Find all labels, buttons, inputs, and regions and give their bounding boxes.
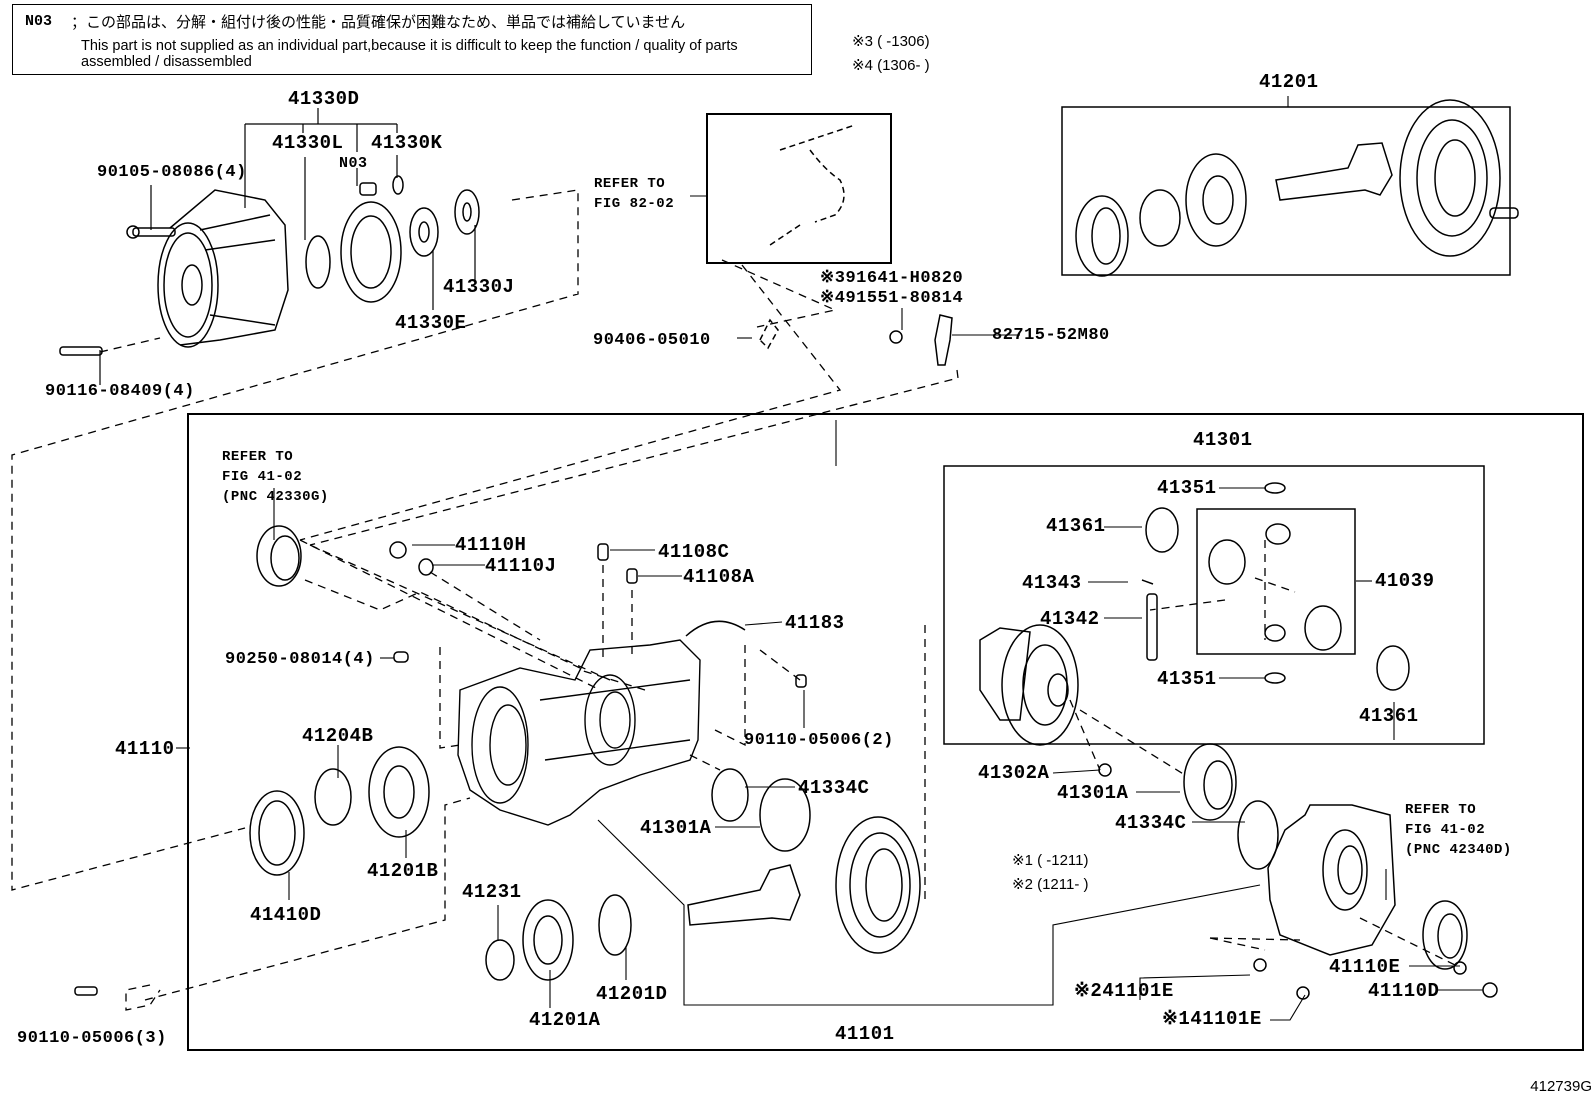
part-label-41201D[interactable]: 41201D	[596, 983, 668, 1005]
date-code-4: ※4 (1306- )	[852, 57, 930, 74]
part-label-41330J[interactable]: 41330J	[443, 276, 515, 298]
part-label-41334C-right[interactable]: 41334C	[1115, 812, 1187, 834]
date-code-3: ※3 ( -1306)	[852, 33, 930, 50]
part-label-41110D[interactable]: 41110D	[1368, 980, 1440, 1002]
part-label-41334C-left[interactable]: 41334C	[798, 777, 870, 799]
note-box: N03 ；この部品は、分解・組付け後の性能・品質確保が困難なため、単品では補給し…	[12, 4, 812, 75]
part-label-41301[interactable]: 41301	[1193, 429, 1253, 451]
part-label-41330E[interactable]: 41330E	[395, 312, 467, 334]
main-assembly-frame	[187, 413, 1584, 1051]
leader-lines	[176, 96, 1483, 1021]
note-marker-N03: N03	[339, 155, 368, 172]
bracket-bolt-drawing	[889, 314, 953, 366]
part-label-90406-05010[interactable]: 90406-05010	[593, 331, 711, 350]
part-label-41302A[interactable]: 41302A	[978, 762, 1050, 784]
part-label-90110-05006-2[interactable]: 90110-05006(2)	[744, 731, 894, 750]
bearings-left-drawing	[74, 525, 811, 996]
gear-kit-41201-drawing	[1075, 99, 1519, 277]
part-label-41101E-1[interactable]: ※141101E	[1162, 1008, 1262, 1030]
date-code-1: ※1 ( -1211)	[1012, 852, 1089, 869]
part-label-41301A-left[interactable]: 41301A	[640, 817, 712, 839]
refer-fig-41-02-42330G[interactable]: REFER TO FIG 41-02 (PNC 42330G)	[222, 449, 329, 505]
part-label-82715-52M80[interactable]: 82715-52M80	[992, 326, 1110, 345]
pinion-kit-frame-41039	[1196, 508, 1356, 655]
part-label-41110J[interactable]: 41110J	[485, 555, 557, 577]
figure-id: 412739G	[1530, 1078, 1592, 1095]
part-label-41201A[interactable]: 41201A	[529, 1009, 601, 1031]
refer-fig-82-02-frame	[706, 113, 892, 264]
part-label-41330D[interactable]: 41330D	[288, 88, 360, 110]
part-label-91551-80814[interactable]: ※491551-80814	[820, 289, 964, 308]
part-label-41101[interactable]: 41101	[835, 1023, 895, 1045]
ring-pinion-gear-drawing	[687, 816, 921, 954]
bracket-41330D	[99, 108, 476, 385]
date-code-2: ※2 (1211- )	[1012, 876, 1089, 893]
gear-kit-frame-41201	[1061, 106, 1511, 276]
part-label-90110-05006-3[interactable]: 90110-05006(3)	[17, 1029, 167, 1048]
part-label-91641-H0820[interactable]: ※391641-H0820	[820, 269, 964, 288]
part-label-41201B[interactable]: 41201B	[367, 860, 439, 882]
part-label-41231[interactable]: 41231	[462, 881, 522, 903]
part-label-41351-bottom[interactable]: 41351	[1157, 668, 1217, 690]
extension-housing-drawing	[59, 175, 480, 356]
part-label-41108C[interactable]: 41108C	[658, 541, 730, 563]
part-label-41330L[interactable]: 41330L	[272, 132, 344, 154]
part-label-90116-08409[interactable]: 90116-08409(4)	[45, 382, 195, 401]
note-english: This part is not supplied as an individu…	[81, 38, 738, 70]
note-japanese: ；この部品は、分解・組付け後の性能・品質確保が困難なため、単品では補給していませ…	[71, 13, 686, 31]
rear-cover-drawing	[1098, 743, 1498, 1000]
diff-case-41301-drawing	[979, 482, 1410, 746]
part-label-41110[interactable]: 41110	[115, 738, 175, 760]
part-label-41343[interactable]: 41343	[1022, 572, 1082, 594]
part-label-41410D[interactable]: 41410D	[250, 904, 322, 926]
part-label-90250-08014[interactable]: 90250-08014(4)	[225, 650, 375, 669]
part-label-41110H[interactable]: 41110H	[455, 534, 527, 556]
part-label-41108A[interactable]: 41108A	[683, 566, 755, 588]
assembly-dashed-lines	[11, 189, 1456, 1011]
part-label-90105-08086[interactable]: 90105-08086(4)	[97, 163, 247, 182]
breather-hose-drawing	[759, 124, 856, 350]
part-label-41361-left[interactable]: 41361	[1046, 515, 1106, 537]
part-label-41301A-right[interactable]: 41301A	[1057, 782, 1129, 804]
part-label-41201-kit[interactable]: 41201	[1259, 71, 1319, 93]
part-label-41342[interactable]: 41342	[1040, 608, 1100, 630]
part-label-41361-right[interactable]: 41361	[1359, 705, 1419, 727]
note-code: N03	[25, 13, 53, 30]
differential-carrier-drawing	[457, 639, 701, 826]
part-label-41204B[interactable]: 41204B	[302, 725, 374, 747]
part-label-41110E[interactable]: 41110E	[1329, 956, 1401, 978]
refer-fig-41-02-42340D[interactable]: REFER TO FIG 41-02 (PNC 42340D)	[1405, 802, 1512, 858]
part-label-41101E-2[interactable]: ※241101E	[1074, 980, 1174, 1002]
part-label-41351-top[interactable]: 41351	[1157, 477, 1217, 499]
part-label-41183[interactable]: 41183	[785, 612, 845, 634]
part-label-41039[interactable]: 41039	[1375, 570, 1435, 592]
part-label-41330K[interactable]: 41330K	[371, 132, 443, 154]
refer-fig-82-02[interactable]: REFER TO FIG 82-02	[594, 176, 675, 212]
